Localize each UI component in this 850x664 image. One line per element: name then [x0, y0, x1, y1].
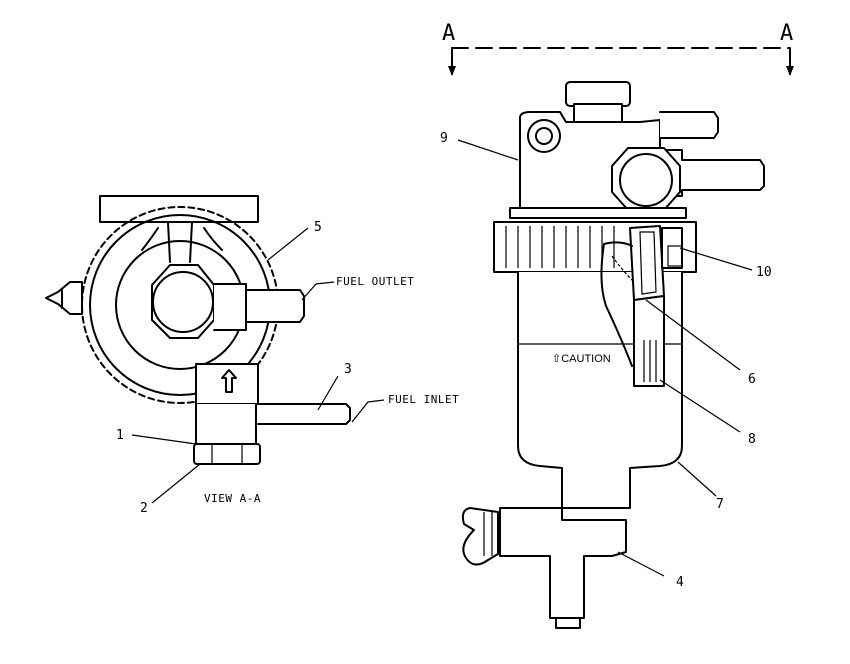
callout-2: 2 — [140, 501, 148, 516]
view-a-a-drawing — [45, 195, 351, 465]
callout-1: 1 — [116, 428, 124, 443]
callout-7: 7 — [716, 497, 724, 512]
section-mark-left: A — [442, 21, 455, 46]
right-leaders — [457, 139, 753, 577]
callout-6: 6 — [748, 372, 756, 387]
callout-8: 8 — [748, 432, 756, 447]
callout-4: 4 — [676, 575, 684, 590]
knurl-marks — [505, 226, 615, 268]
callout-5: 5 — [314, 220, 322, 235]
callout-10: 10 — [756, 265, 772, 280]
section-line — [448, 47, 794, 76]
view-label: VIEW A-A — [204, 492, 261, 505]
callout-9: 9 — [440, 131, 448, 146]
left-leaders — [131, 227, 385, 504]
caution-text: ⇧CAUTION — [552, 353, 611, 365]
fuel-outlet-note: FUEL OUTLET — [336, 275, 414, 288]
callout-3: 3 — [344, 362, 352, 377]
filter-side-view — [461, 81, 765, 629]
fuel-inlet-note: FUEL INLET — [388, 393, 459, 406]
section-mark-right: A — [780, 21, 793, 46]
